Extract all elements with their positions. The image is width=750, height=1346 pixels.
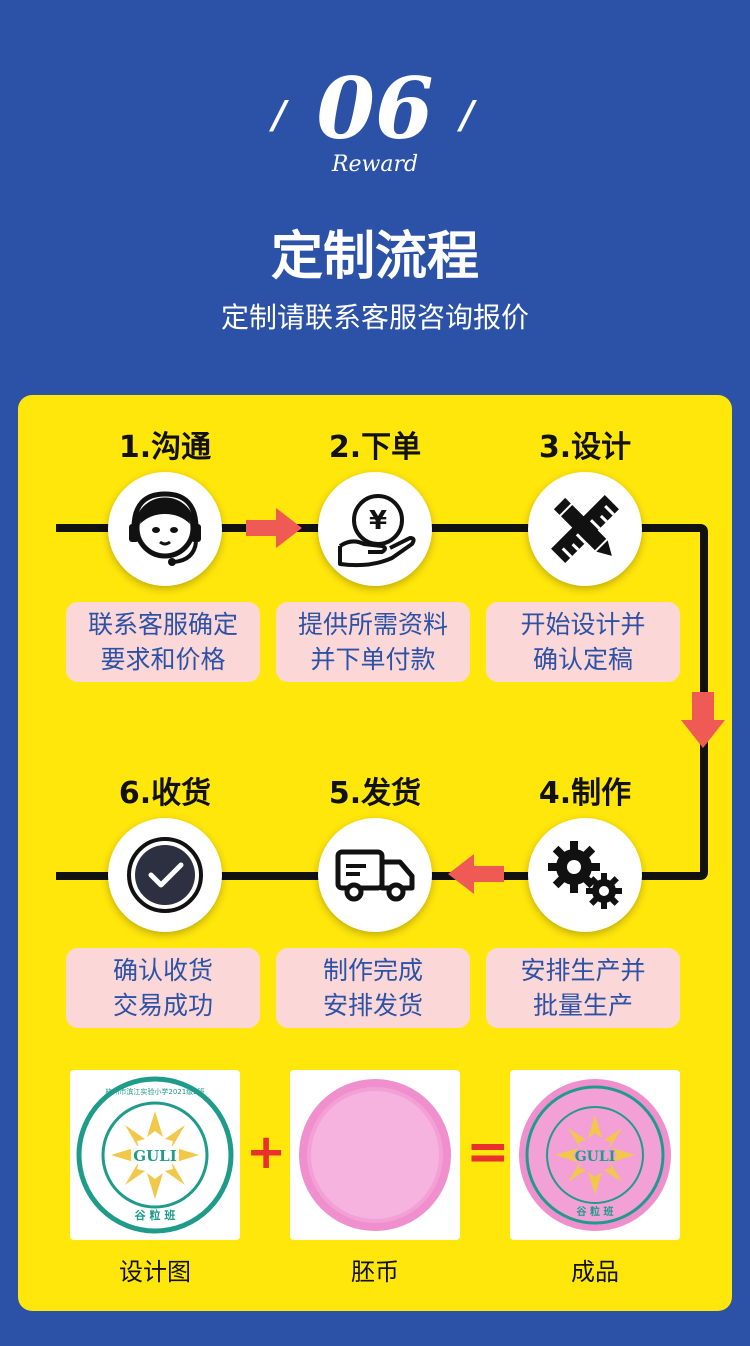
svg-text:GULI: GULI <box>133 1147 176 1165</box>
page-subtitle: 定制请联系客服咨询报价 <box>220 301 529 334</box>
gears-icon <box>548 841 622 909</box>
customer-service-headset-icon <box>129 491 201 566</box>
finished-coin-image: GULI 谷 粒 班 <box>510 1070 680 1240</box>
step-2-title: 2.下单 <box>328 430 422 465</box>
svg-text:杭州市滨江实验小学2021级2班: 杭州市滨江实验小学2021级2班 <box>105 1087 204 1096</box>
step-1-desc: 联系客服确定要求和价格 <box>66 602 260 682</box>
step-2-circle: ¥ <box>318 472 432 586</box>
step-5-title: 5.发货 <box>328 776 422 811</box>
design-label: 设计图 <box>119 1258 191 1286</box>
svg-text:GULI: GULI <box>575 1149 616 1165</box>
step-4-desc: 安排生产并批量生产 <box>486 948 680 1028</box>
svg-text:¥: ¥ <box>369 506 387 536</box>
arrow-down-icon <box>681 692 725 748</box>
step-2-desc: 提供所需资料并下单付款 <box>276 602 470 682</box>
section-number: 06 <box>316 59 434 158</box>
svg-text:谷 粒 班: 谷 粒 班 <box>577 1205 614 1218</box>
step-3-circle <box>528 472 642 586</box>
plus-sign: + <box>246 1124 287 1180</box>
blank-coin-label: 胚币 <box>351 1258 399 1286</box>
step-1-title: 1.沟通 <box>118 430 212 465</box>
step-6-desc: 确认收货交易成功 <box>66 948 260 1028</box>
delivery-truck-icon <box>335 849 415 902</box>
step-6-circle <box>108 818 222 932</box>
equals-sign: = <box>466 1122 510 1182</box>
header-slash-left: / <box>272 92 286 137</box>
step-5-circle <box>318 818 432 932</box>
step-1-circle <box>108 472 222 586</box>
step-4-title: 4.制作 <box>538 776 632 811</box>
design-image: GULI 谷 粒 班 杭州市滨江实验小学2021级2班 <box>70 1070 240 1240</box>
pencil-ruler-icon <box>551 495 619 563</box>
check-circle-icon <box>127 837 203 913</box>
yen-payment-hand-icon: ¥ <box>338 494 416 568</box>
step-6-title: 6.收货 <box>118 776 212 811</box>
pink-blank-coin <box>299 1079 451 1231</box>
arrow-left-icon <box>448 854 504 894</box>
page-title: 定制流程 <box>270 227 479 287</box>
finished-coin: GULI 谷 粒 班 <box>519 1079 671 1231</box>
step-3-title: 3.设计 <box>538 430 632 465</box>
guli-badge-design: GULI 谷 粒 班 杭州市滨江实验小学2021级2班 <box>76 1076 234 1234</box>
step-5-desc: 制作完成安排发货 <box>276 948 470 1028</box>
step-4-circle <box>528 818 642 932</box>
arrow-right-icon <box>246 508 302 548</box>
blank-coin-image <box>290 1070 460 1240</box>
section-subtitle-en: Reward <box>331 152 419 177</box>
header-slash-right: / <box>460 92 474 137</box>
step-3-desc: 开始设计并确认定稿 <box>486 602 680 682</box>
svg-text:谷 粒 班: 谷 粒 班 <box>135 1208 176 1222</box>
finished-label: 成品 <box>571 1258 619 1286</box>
